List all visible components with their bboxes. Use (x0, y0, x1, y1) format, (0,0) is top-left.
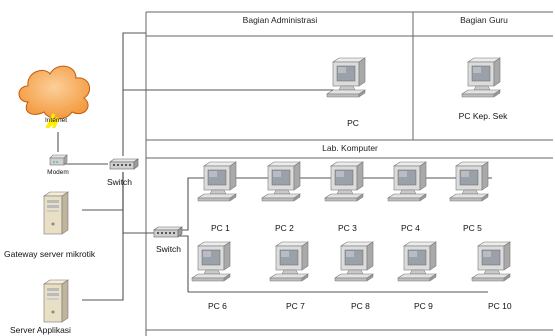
admin-pc-label: PC (347, 118, 359, 128)
lab-pc-icon (196, 160, 248, 210)
application-server-icon (43, 279, 69, 323)
admin-pc-icon (325, 56, 377, 106)
lab-pc-icon (470, 240, 522, 290)
gateway-label: Gateway server mikrotik (4, 249, 96, 259)
modem-icon (49, 154, 68, 166)
lab-pc-icon (396, 240, 448, 290)
gateway-server-icon (43, 191, 69, 235)
lab-pc-label: PC 10 (488, 301, 512, 311)
section-lab-title: Lab. Komputer (322, 143, 378, 153)
lab-pc-label: PC 2 (275, 223, 294, 233)
lab-pc-label: PC 8 (351, 301, 370, 311)
lab-pc-label: PC 3 (338, 223, 357, 233)
lab-pc-icon (190, 240, 242, 290)
lab-pc-icon (268, 240, 320, 290)
lab-pc-icon (448, 160, 500, 210)
lab-pc-label: PC 5 (463, 223, 482, 233)
lab-frame (146, 139, 553, 331)
switch-top-label: Switch (107, 177, 133, 187)
lab-pc-label: PC 4 (401, 223, 420, 233)
modem-label: Modem (47, 169, 69, 176)
lab-pc-label: PC 6 (208, 301, 227, 311)
server-uplink (82, 172, 124, 301)
section-admin-title: Bagian Administrasi (242, 15, 318, 25)
lab-pc-label: PC 9 (414, 301, 433, 311)
lab-pc-label: PC 7 (286, 301, 305, 311)
lab-pc-label: PC 1 (211, 223, 230, 233)
switch-uplink (122, 32, 146, 156)
lab-switch-lower (176, 235, 189, 292)
switch-lab-icon (153, 226, 183, 238)
server-label: Server Applikasi (10, 325, 71, 335)
lab-pc-icon (260, 160, 312, 210)
section-guru-title: Bagian Guru (460, 15, 508, 25)
guru-pc-label: PC Kep. Sek (458, 111, 508, 121)
lab-pc-icon (323, 160, 375, 210)
guru-pc-icon (460, 56, 512, 106)
switch-top-icon (109, 158, 139, 170)
admin-frame (145, 11, 553, 336)
lab-pc-icon (386, 160, 438, 210)
internet-label: Internet (44, 117, 68, 124)
lab-pc-icon (333, 240, 385, 290)
internet-cloud-icon (18, 65, 91, 128)
switch-lab-label: Switch (156, 244, 182, 254)
